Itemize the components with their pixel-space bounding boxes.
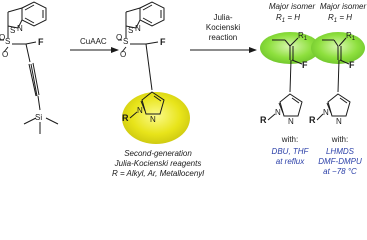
right-atom-n2: N	[336, 117, 342, 126]
label-cuaac: CuAAC	[80, 37, 107, 46]
atom-n1: N	[137, 106, 143, 115]
benzene-ring	[21, 1, 47, 27]
atom-o-3: O	[116, 33, 122, 42]
atom-s-thiazole: S	[10, 26, 15, 35]
atom-si: Si	[35, 113, 42, 122]
left-major-isomer: Major isomer	[269, 2, 316, 11]
left-r1-condition: R1 = H	[276, 13, 300, 24]
right-with-label: with:	[331, 135, 348, 144]
left-product	[267, 37, 303, 121]
right-r1-condition: R1 = H	[328, 13, 352, 24]
left-r1: R1	[298, 31, 308, 42]
right-atom-n1: N	[323, 108, 329, 117]
right-major-isomer: Major isomer	[320, 2, 367, 11]
atom-n-thiazole-2: N	[135, 24, 141, 33]
r-group-reagent: R	[122, 113, 129, 123]
triazole-highlight	[122, 92, 190, 144]
jk-reagent	[118, 1, 165, 119]
right-atom-f: F	[349, 60, 355, 70]
left-atom-n1: N	[275, 108, 281, 117]
atom-o-2: O	[2, 50, 8, 59]
right-conditions-2: DMF-DMPU	[318, 157, 362, 166]
left-r-group: R	[260, 115, 267, 125]
atom-f-2: F	[160, 37, 166, 47]
left-atom-n2: N	[288, 117, 294, 126]
left-atom-f: F	[302, 60, 308, 70]
left-conditions-2: at reflux	[276, 157, 305, 166]
atom-o-4: O	[120, 50, 126, 59]
starting-material	[0, 1, 59, 134]
left-conditions-1: DBU, THF	[272, 147, 310, 156]
right-product	[316, 37, 351, 121]
atom-s-thiazole-2: S	[128, 26, 133, 35]
label-jk-3: reaction	[209, 33, 237, 42]
right-conditions-1: LHMDS	[326, 147, 355, 156]
atom-s-sulfone: S	[5, 37, 10, 46]
label-jk-1: Julia-	[213, 13, 232, 22]
atom-s-sulfone-2: S	[123, 37, 128, 46]
reagent-caption-1: Second-generation	[124, 149, 192, 158]
right-r-group: R	[309, 115, 316, 125]
atom-n-thiazole: N	[17, 24, 23, 33]
atom-f: F	[38, 37, 44, 47]
reagent-caption-2: Julia-Kocienski reagents	[114, 159, 202, 168]
reagent-caption-3: R = Alkyl, Ar, Metallocenyl	[112, 169, 204, 178]
atom-n2: N	[150, 115, 156, 124]
reaction-scheme: S N S O O F Si CuAAC S N S O O F N N R	[0, 1, 367, 178]
label-jk-2: Kocienski	[206, 23, 240, 32]
atom-o-1: O	[0, 33, 5, 42]
left-with-label: with:	[281, 135, 298, 144]
right-r1: R1	[346, 31, 356, 42]
right-conditions-3: at −78 °C	[323, 167, 357, 176]
